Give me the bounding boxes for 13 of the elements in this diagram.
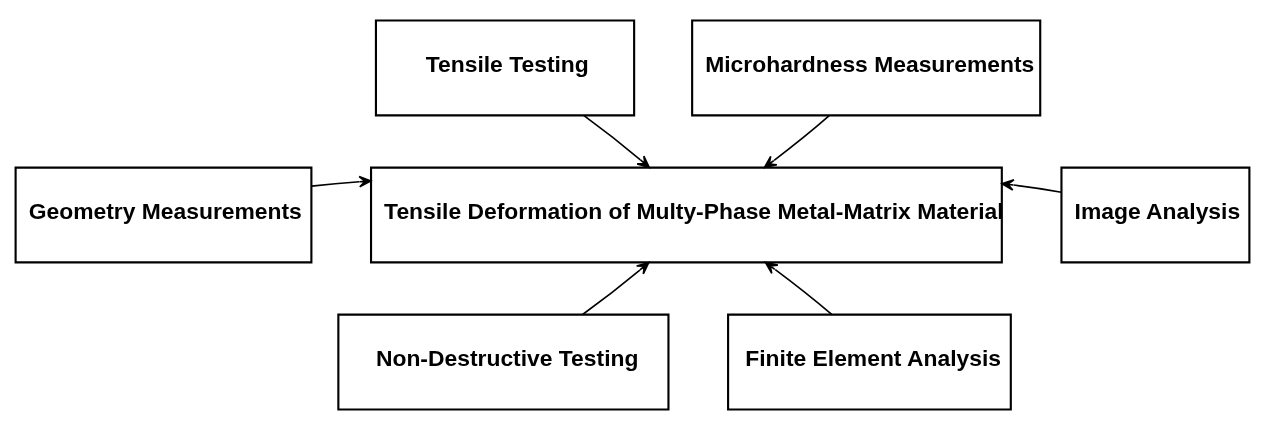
arrow <box>582 114 650 168</box>
node-box: Tensile Deformation of Multy-Phase Metal-Matrix Material <box>370 166 1003 263</box>
arrow <box>763 114 831 168</box>
node-box: Microhardness Measurements <box>691 19 1042 116</box>
arrow <box>581 261 650 315</box>
node-box: Non-Destructive Testing <box>337 313 670 410</box>
node-box: Geometry Measurements <box>14 166 313 263</box>
node-box: Image Analysis <box>1060 166 1251 263</box>
arrow <box>1001 178 1063 193</box>
arrow <box>310 175 372 188</box>
arrow <box>764 261 833 315</box>
node-box: Finite Element Analysis <box>727 313 1012 410</box>
node-box: Tensile Testing <box>374 19 636 116</box>
